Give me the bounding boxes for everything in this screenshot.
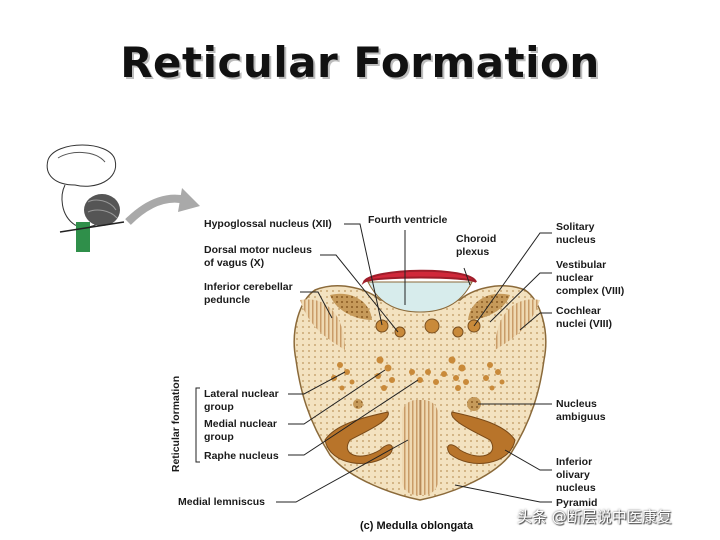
label-reticular-formation: Reticular formation <box>170 375 182 473</box>
label-choroid-1: Choroid <box>456 233 497 245</box>
label-cochlear-1: Cochlear <box>556 305 601 317</box>
label-lateral-1: Lateral nuclear <box>204 388 279 400</box>
label-vestibular-3: complex (VIII) <box>556 285 625 297</box>
figure-caption: (c) Medulla oblongata <box>360 520 474 532</box>
label-nucleus-ambiguus-2: ambiguus <box>556 411 606 423</box>
label-medial-lemniscus: Medial lemniscus <box>178 496 265 508</box>
label-nucleus-ambiguus-1: Nucleus <box>556 398 597 410</box>
arrow-icon <box>125 188 200 225</box>
label-cochlear-2: nuclei (VIII) <box>556 318 613 330</box>
brain-thumbnail-icon <box>46 144 125 252</box>
page-title: Reticular Formation <box>120 38 600 87</box>
label-solitary-2: nucleus <box>556 234 596 246</box>
label-inferior-olivary-1: Inferior <box>556 456 593 468</box>
label-solitary-1: Solitary <box>556 221 595 233</box>
label-inferior-olivary-3: nucleus <box>556 482 596 494</box>
label-dorsal-motor-2: of vagus (X) <box>204 257 265 269</box>
label-medial-2: group <box>204 431 234 443</box>
label-inf-cerebellar-2: peduncle <box>204 294 251 306</box>
label-vestibular-2: nuclear <box>556 272 594 284</box>
label-inferior-olivary-2: olivary <box>556 469 590 481</box>
label-medial-1: Medial nuclear <box>204 418 277 430</box>
label-raphe: Raphe nucleus <box>204 450 279 462</box>
leader-lines <box>195 223 552 503</box>
label-inf-cerebellar-1: Inferior cerebellar <box>204 281 293 293</box>
label-pyramid: Pyramid <box>556 497 598 509</box>
label-fourth-ventricle: Fourth ventricle <box>368 214 448 226</box>
label-hypoglossal: Hypoglossal nucleus (XII) <box>204 218 332 230</box>
label-vestibular-1: Vestibular <box>556 259 607 271</box>
watermark: 头条 @断层说中医康复 <box>517 508 672 526</box>
label-lateral-2: group <box>204 401 234 413</box>
medulla-cross-section <box>293 269 547 501</box>
label-choroid-2: plexus <box>456 246 490 258</box>
label-dorsal-motor-1: Dorsal motor nucleus <box>204 244 312 256</box>
